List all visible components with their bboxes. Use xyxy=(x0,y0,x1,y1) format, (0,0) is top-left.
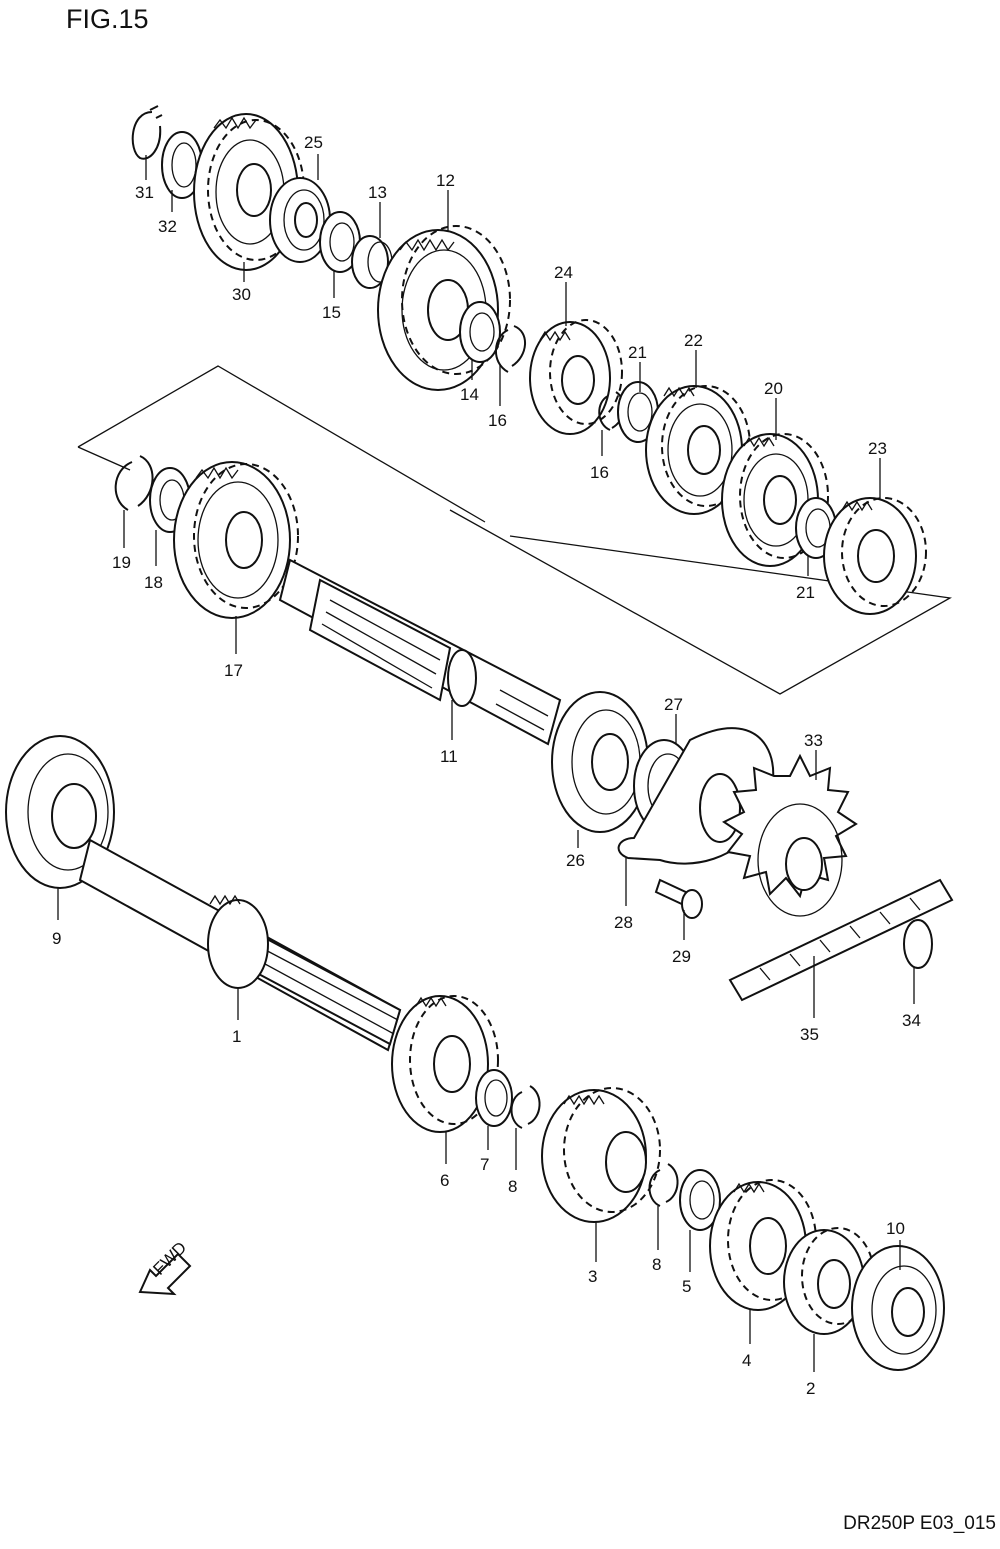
callout-21-b: 21 xyxy=(796,583,815,602)
callout-18: 18 xyxy=(144,573,163,592)
part-20-gear xyxy=(721,433,829,567)
part-1-countershaft xyxy=(78,838,402,1052)
callout-labels: 31 32 30 25 15 13 12 14 16 24 16 21 22 2… xyxy=(52,133,921,1398)
part-31-circlip xyxy=(131,105,163,160)
fwd-arrow-icon: FWD xyxy=(138,1238,192,1296)
callout-17: 17 xyxy=(224,661,243,680)
part-4-gear xyxy=(709,1179,817,1311)
callout-13: 13 xyxy=(368,183,387,202)
callout-7: 7 xyxy=(480,1155,489,1174)
callout-23: 23 xyxy=(868,439,887,458)
callout-31: 31 xyxy=(135,183,154,202)
part-11-driveshaft xyxy=(278,558,562,746)
part-25-bearing xyxy=(269,177,331,263)
callout-4: 4 xyxy=(742,1351,751,1370)
callout-26: 26 xyxy=(566,851,585,870)
part-35-drive-chain xyxy=(728,878,954,1002)
callout-6: 6 xyxy=(440,1171,449,1190)
callout-20: 20 xyxy=(764,379,783,398)
part-6-gear xyxy=(391,995,499,1133)
part-33-sprocket xyxy=(722,753,858,917)
part-3-gear xyxy=(541,1087,661,1223)
part-5-washer xyxy=(679,1169,721,1231)
drawing-code: DR250P E03_015 xyxy=(843,1513,996,1534)
callout-35: 35 xyxy=(800,1025,819,1044)
part-26-bearing xyxy=(551,691,649,833)
callout-9: 9 xyxy=(52,929,61,948)
callout-24: 24 xyxy=(554,263,573,282)
callout-14: 14 xyxy=(460,385,479,404)
callout-8-b: 8 xyxy=(652,1255,661,1274)
callout-16-a: 16 xyxy=(488,411,507,430)
callout-32: 32 xyxy=(158,217,177,236)
group-outline-top xyxy=(77,365,486,523)
callout-15: 15 xyxy=(322,303,341,322)
callout-3: 3 xyxy=(588,1267,597,1286)
callout-29: 29 xyxy=(672,947,691,966)
part-14-washer xyxy=(459,301,501,363)
part-7-washer xyxy=(475,1069,513,1127)
callout-33: 33 xyxy=(804,731,823,750)
part-17-gear xyxy=(173,461,299,619)
callout-16-b: 16 xyxy=(590,463,609,482)
callout-11: 11 xyxy=(440,747,458,766)
callout-5: 5 xyxy=(682,1277,691,1296)
callout-10: 10 xyxy=(886,1219,905,1238)
part-23-gear xyxy=(823,497,927,615)
figure-title: FIG.15 xyxy=(66,4,149,34)
callout-34: 34 xyxy=(902,1011,921,1030)
callout-22: 22 xyxy=(684,331,703,350)
callout-30: 30 xyxy=(232,285,251,304)
callout-12: 12 xyxy=(436,171,455,190)
callout-25: 25 xyxy=(304,133,323,152)
part-19-circlip xyxy=(114,455,154,511)
callout-1: 1 xyxy=(232,1027,241,1046)
leader-lines xyxy=(57,154,915,1372)
callout-8-a: 8 xyxy=(508,1177,517,1196)
part-24-gear xyxy=(529,319,623,435)
part-8-circlip-b xyxy=(648,1163,679,1207)
group-outline-right xyxy=(449,509,952,695)
callout-21-a: 21 xyxy=(628,343,647,362)
callout-19: 19 xyxy=(112,553,131,572)
callout-28: 28 xyxy=(614,913,633,932)
callout-2: 2 xyxy=(806,1379,815,1398)
part-10-bearing xyxy=(851,1245,945,1371)
part-29-bolt xyxy=(654,878,703,919)
part-8-circlip-a xyxy=(510,1085,541,1129)
part-2-gear xyxy=(783,1227,875,1335)
callout-27: 27 xyxy=(664,695,683,714)
part-16-circlip-a xyxy=(495,325,526,373)
part-34-circlip xyxy=(903,919,933,969)
